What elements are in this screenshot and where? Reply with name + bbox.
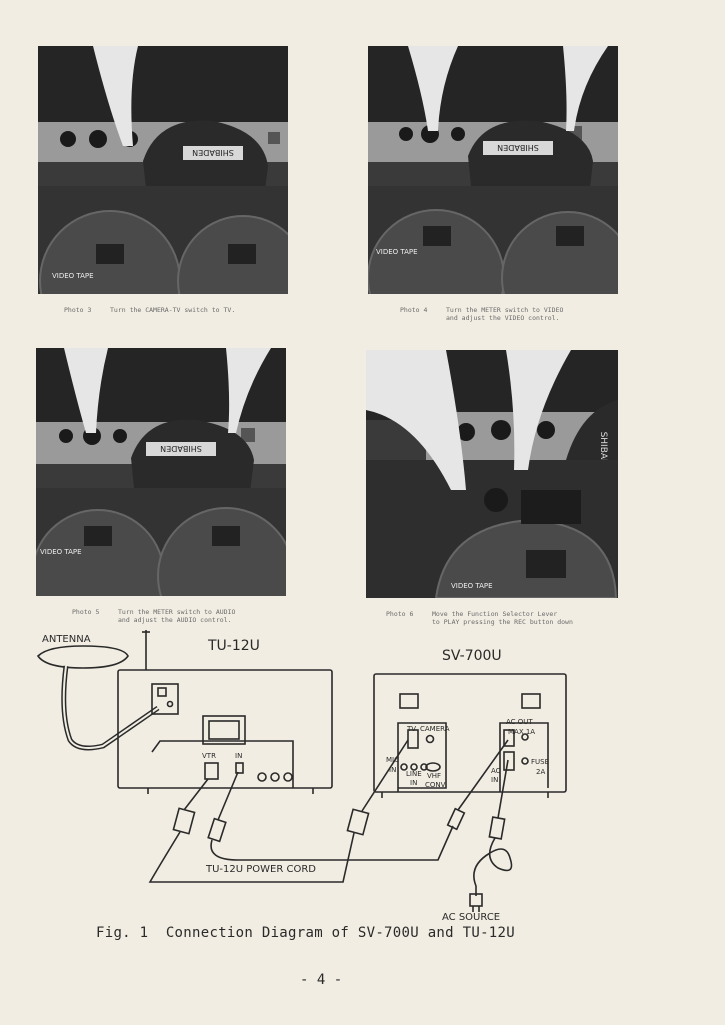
power-cord-label: TU-12U POWER CORD xyxy=(205,864,316,875)
photo-6-image: SHIBADEN VIDEO TAPE xyxy=(366,350,618,598)
ac-source-label: AC SOURCE xyxy=(442,912,500,923)
photo-6-brand: SHIBADEN xyxy=(598,432,608,479)
photo-6-number: Photo 6 xyxy=(386,610,414,618)
camera-label: CAMERA xyxy=(420,725,450,733)
connection-diagram: ANTENNA TU-12U SV-700U VTR IN TV CAMERA … xyxy=(36,630,567,923)
photo-5: SHIBADEN VIDEO TAPE xyxy=(36,348,286,596)
fuse-label-1: FUSE xyxy=(531,758,549,766)
vtr-label: SV-700U xyxy=(442,648,502,664)
photo-6-caption-line-1: Move the Function Selector Lever xyxy=(432,610,558,618)
photo-3-caption-line-1: Turn the CAMERA-TV switch to TV. xyxy=(110,306,236,314)
mic-in-label-1: MIC xyxy=(386,756,399,764)
photo-3-brand: SHIBADEN xyxy=(192,148,234,157)
photo-4-image: SHIBADEN VIDEO TAPE xyxy=(368,46,618,294)
tuner-in-jack-label: IN xyxy=(235,752,242,760)
tv-label: TV xyxy=(406,725,416,733)
photo-5-reel-label: VIDEO TAPE xyxy=(40,548,82,556)
mic-in-label-2: IN xyxy=(389,766,396,774)
line-in-label-1: LINE xyxy=(406,770,422,778)
ac-in-label-1: AC xyxy=(491,767,501,775)
photo-5-caption-line-2: and adjust the AUDIO control. xyxy=(118,616,232,624)
page-number: - 4 - xyxy=(300,972,343,988)
ac-out-label-2: MAX 1A xyxy=(508,728,535,736)
vhf-conv-label-2: CONV xyxy=(425,781,446,789)
photo-4-brand: SHIBADEN xyxy=(497,143,539,152)
photo-3-number: Photo 3 xyxy=(64,306,92,314)
photo-5-caption: Photo 5 Turn the METER switch to AUDIO an… xyxy=(72,608,235,624)
power-cord xyxy=(217,771,239,821)
ac-source-cord xyxy=(497,759,509,819)
photo-5-caption-line-1: Turn the METER switch to AUDIO xyxy=(118,608,236,616)
tuner-label: TU-12U xyxy=(207,638,260,654)
vhf-conv-label-1: VHF xyxy=(427,772,441,780)
photo-6: SHIBADEN VIDEO TAPE xyxy=(366,350,618,598)
fuse-label-2: 2A xyxy=(536,768,545,776)
photo-3: SHIBADEN VIDEO TAPE xyxy=(38,46,288,294)
tuner-body xyxy=(117,669,333,789)
photo-5-brand: SHIBADEN xyxy=(160,444,202,453)
photo-3-reel-label: VIDEO TAPE xyxy=(52,272,94,280)
photo-6-caption-line-2: to PLAY pressing the REC button down xyxy=(432,618,573,626)
photo-4-number: Photo 4 xyxy=(400,306,428,314)
antenna-outline xyxy=(36,645,129,669)
vtr-cable xyxy=(183,778,209,811)
photo-4: SHIBADEN VIDEO TAPE xyxy=(368,46,618,294)
photo-3-image: SHIBADEN VIDEO TAPE xyxy=(38,46,288,294)
figure-caption: Fig. 1 Connection Diagram of SV-700U and… xyxy=(96,925,515,941)
antenna-label: ANTENNA xyxy=(42,634,91,645)
photo-4-reel-label: VIDEO TAPE xyxy=(376,248,418,256)
photo-4-caption-line-2: and adjust the VIDEO control. xyxy=(446,314,560,322)
tuner-vtr-jack-label: VTR xyxy=(202,752,216,760)
photo-4-caption-line-1: Turn the METER switch to VIDEO xyxy=(446,306,564,314)
ac-out-label-1: AC OUT xyxy=(506,718,533,726)
photo-5-image: SHIBADEN VIDEO TAPE xyxy=(36,348,286,596)
photo-3-caption: Photo 3 Turn the CAMERA-TV switch to TV. xyxy=(64,306,235,314)
antenna-lead xyxy=(61,665,160,751)
photo-6-reel-label: VIDEO TAPE xyxy=(451,582,493,590)
ac-in-label-2: IN xyxy=(491,776,498,784)
photo-4-caption: Photo 4 Turn the METER switch to VIDEO an… xyxy=(400,306,563,322)
line-in-label-2: IN xyxy=(410,779,417,787)
photo-5-number: Photo 5 xyxy=(72,608,100,616)
